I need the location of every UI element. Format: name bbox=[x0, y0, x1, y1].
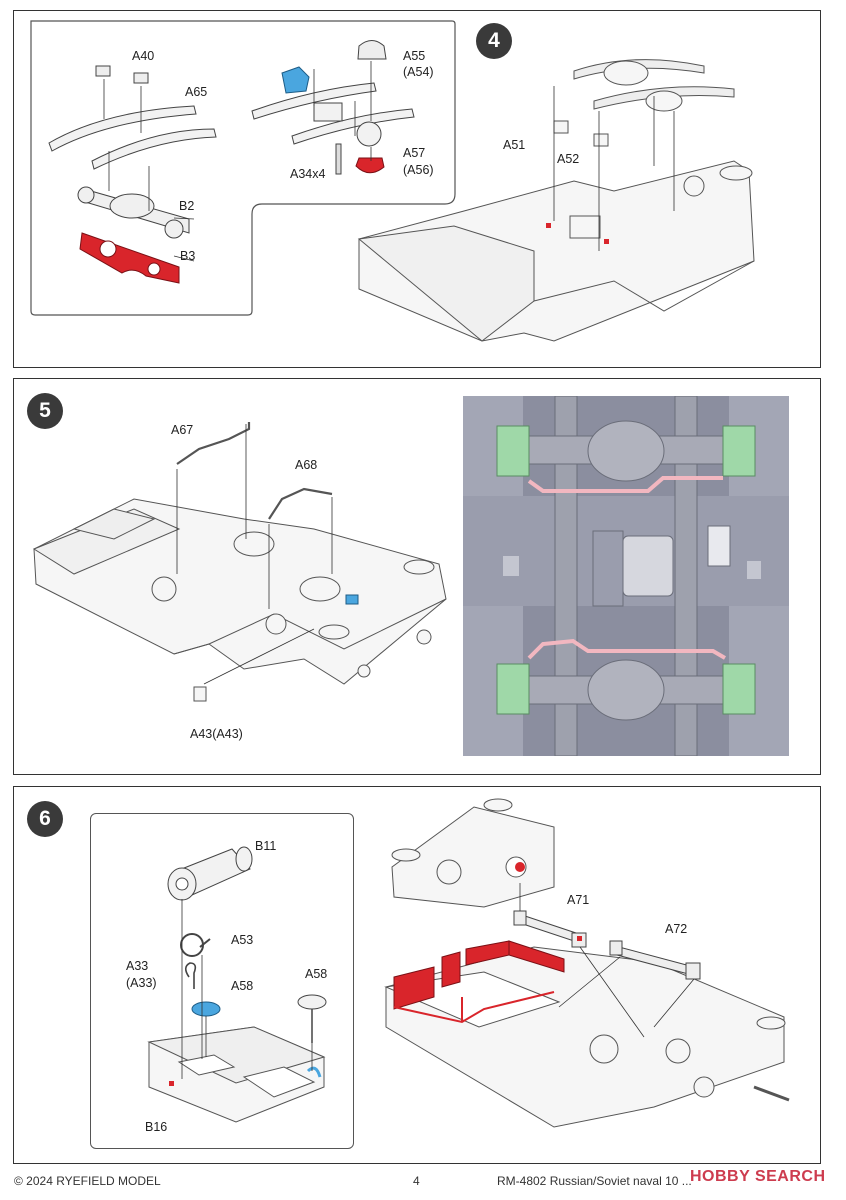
red-marker bbox=[169, 1081, 174, 1086]
a65-leaf-spring bbox=[48, 105, 217, 170]
red-wall bbox=[508, 940, 565, 973]
part-label-b16: B16 bbox=[145, 1120, 168, 1134]
part-label-a54: (A54) bbox=[403, 65, 434, 79]
part-label-a34x4: A34x4 bbox=[290, 167, 326, 181]
part-label-a33-alt: (A33) bbox=[126, 976, 157, 990]
step-number-badge: 4 bbox=[476, 23, 512, 59]
a34-bolt bbox=[335, 143, 342, 175]
part-label-a55: A55 bbox=[403, 49, 426, 63]
a57-red-part bbox=[355, 157, 385, 174]
part-label-a71: A71 bbox=[567, 893, 590, 907]
red-marker bbox=[577, 936, 582, 941]
part-label-a58: A58 bbox=[305, 967, 328, 981]
hull-section-inset bbox=[147, 1026, 326, 1123]
b3-axle-housing-red bbox=[79, 232, 180, 284]
part-label-b2: B2 bbox=[179, 199, 195, 213]
part-label-a67: A67 bbox=[171, 423, 194, 437]
a67-brake-line bbox=[176, 422, 251, 465]
step-6-drawing bbox=[147, 798, 790, 1128]
assembly-guide-lines-7 bbox=[519, 883, 695, 1038]
red-edge-line bbox=[393, 991, 555, 1024]
part-label-a43: A43(A43) bbox=[190, 727, 243, 741]
assembly-guide-lines-2 bbox=[313, 61, 372, 161]
watermark-logo: HOBBY SEARCH bbox=[690, 1168, 826, 1185]
page-number: 4 bbox=[413, 1174, 420, 1188]
step-4-drawing bbox=[30, 20, 755, 342]
a72-driveshaft bbox=[609, 940, 701, 980]
step-number-badge: 5 bbox=[27, 393, 63, 429]
part-label-a53: A53 bbox=[231, 933, 254, 947]
part-label-a65: A65 bbox=[185, 85, 208, 99]
kit-title: RM-4802 Russian/Soviet naval 10 ... bbox=[497, 1174, 692, 1188]
spring-subassembly bbox=[251, 82, 415, 147]
a53-part bbox=[180, 933, 204, 957]
red-marker bbox=[604, 239, 609, 244]
step-number-badge: 6 bbox=[27, 801, 63, 837]
part-label-a52: A52 bbox=[557, 152, 580, 166]
chassis-step5 bbox=[32, 498, 447, 702]
step-4-panel: 4 bbox=[13, 10, 821, 368]
part-label-b3: B3 bbox=[180, 249, 196, 263]
a55-cap bbox=[357, 40, 387, 60]
b2-axle bbox=[77, 186, 190, 239]
a58-blue-disc bbox=[191, 1001, 221, 1017]
copyright-text: © 2024 RYEFIELD MODEL bbox=[14, 1174, 161, 1188]
part-label-a51: A51 bbox=[503, 138, 526, 152]
blue-part-a55 bbox=[281, 66, 310, 94]
red-wall bbox=[441, 951, 461, 988]
red-marker bbox=[515, 862, 525, 872]
a58-disc bbox=[297, 994, 327, 1010]
part-label-a40: A40 bbox=[132, 49, 155, 63]
part-label-a68: A68 bbox=[295, 458, 318, 472]
assembly-guide-lines-5 bbox=[176, 424, 333, 685]
a71-driveshaft bbox=[513, 910, 587, 948]
a68-brake-line bbox=[268, 487, 333, 520]
a40-clamp bbox=[95, 65, 149, 84]
assembly-guide-lines bbox=[103, 79, 195, 262]
part-label-a56: (A56) bbox=[403, 163, 434, 177]
red-wall-left bbox=[393, 966, 435, 1010]
a53-stem bbox=[199, 938, 211, 948]
part-label-a72: A72 bbox=[665, 922, 688, 936]
chassis-step4 bbox=[357, 59, 755, 342]
part-label-a33: A33 bbox=[126, 959, 149, 973]
assembly-guide-lines-3 bbox=[553, 86, 675, 251]
red-marker bbox=[546, 223, 551, 228]
part-label-a58-blue: A58 bbox=[231, 979, 254, 993]
blue-clip bbox=[306, 1066, 322, 1078]
step-6-panel: 6 bbox=[13, 786, 821, 1164]
step-5-panel: 5 A67 A68 A43(A43) bbox=[13, 378, 821, 775]
b11-cylinder bbox=[167, 846, 253, 901]
step-5-drawing bbox=[32, 422, 447, 702]
inset-frame bbox=[30, 20, 456, 316]
a33-hook bbox=[184, 962, 197, 989]
underside-render-view bbox=[463, 396, 789, 756]
part-label-b11: B11 bbox=[255, 839, 277, 853]
blue-part bbox=[345, 594, 359, 605]
part-label-a57: A57 bbox=[403, 146, 426, 160]
assembly-guide-lines-6 bbox=[181, 899, 313, 1079]
underside-render bbox=[463, 396, 789, 756]
